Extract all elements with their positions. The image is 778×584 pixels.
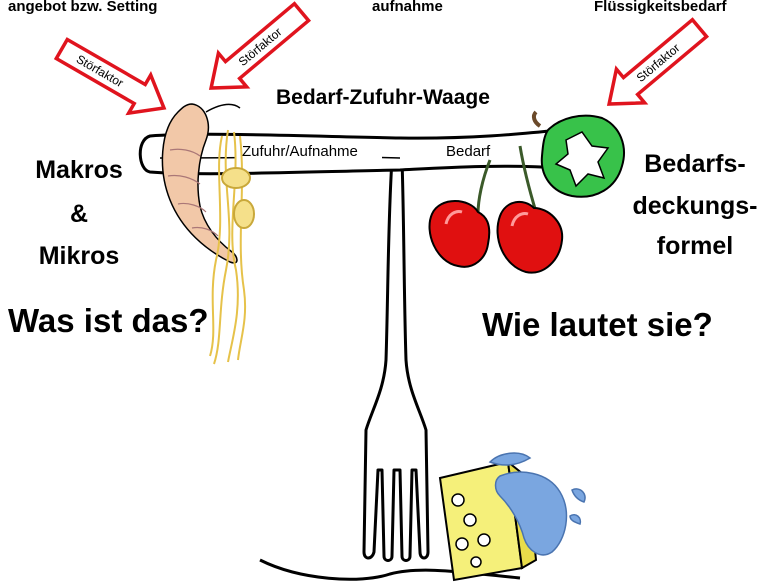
right-question: Wie lautet sie? <box>482 306 713 344</box>
scale-title: Bedarf-Zufuhr-Waage <box>276 86 490 110</box>
top-middle-text: aufnahme <box>372 0 443 15</box>
knife-beam <box>140 130 600 174</box>
disturbance-arrow-3: Störfaktor <box>595 11 714 121</box>
micros-label: Mikros <box>14 242 144 271</box>
bedarfs-label: Bedarfs- <box>620 150 770 179</box>
disturbance-arrow-1: Störfaktor <box>51 30 175 127</box>
macros-label: Makros <box>14 156 144 185</box>
intake-label: Zufuhr/Aufnahme <box>242 143 358 160</box>
top-left-text: angebot bzw. Setting <box>8 0 157 15</box>
ampersand-label: & <box>14 200 144 229</box>
pepper-illustration <box>534 112 624 197</box>
requirement-label: Bedarf <box>446 143 490 160</box>
top-right-text: Flüssigkeitsbedarf <box>594 0 727 15</box>
formel-label: formel <box>620 232 770 261</box>
left-question: Was ist das? <box>8 302 209 340</box>
deckungs-label: deckungs- <box>620 192 770 221</box>
